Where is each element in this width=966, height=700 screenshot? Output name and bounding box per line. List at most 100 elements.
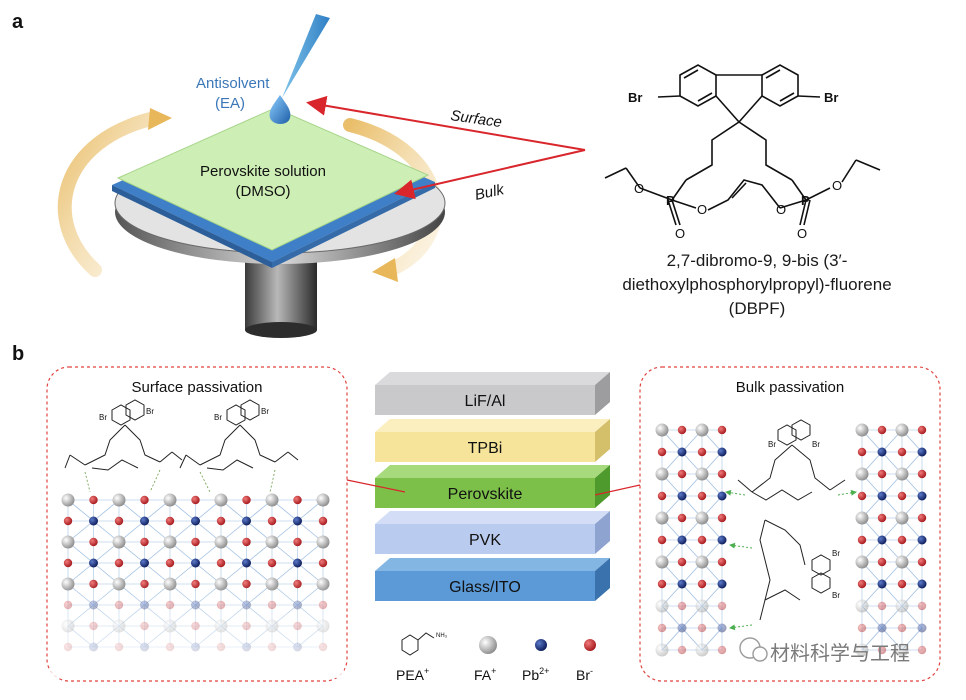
br-ion [877, 557, 887, 567]
pb-ion [677, 447, 687, 457]
atom-o-6: O [832, 178, 842, 193]
layer-label: Perovskite [448, 486, 523, 503]
br-ion [677, 601, 687, 611]
surface-dashed-links [84, 469, 276, 493]
dbpf-atom-labels: Br Br O P O O O P O O [628, 90, 842, 241]
fa-ion [695, 467, 709, 481]
br-ion [877, 469, 887, 479]
br-ion [165, 558, 175, 568]
fa-ion [855, 511, 869, 525]
fa-ion [895, 555, 909, 569]
fa-ion [695, 555, 709, 569]
pb-ion [242, 516, 251, 526]
solution-label-line2: (DMSO) [236, 183, 291, 200]
bulk-mol1-br-left: Br [768, 440, 776, 449]
rotation-arc-left [57, 111, 162, 277]
layer-lif-al: LiF/Al [375, 372, 610, 415]
pb-ion [242, 558, 251, 568]
br-ion [857, 535, 867, 545]
atom-p-right: P [801, 193, 810, 208]
pb-ion [677, 623, 687, 633]
legend-fa-label: FA+ [474, 666, 496, 683]
pb-ion [717, 447, 727, 457]
pb-ion [717, 491, 727, 501]
br-ion [242, 495, 251, 505]
br-ion [216, 516, 226, 526]
br-ion [267, 558, 277, 568]
br-ion [857, 623, 867, 633]
layer-tpbi: TPBi [375, 419, 610, 462]
br-ion [697, 579, 707, 589]
fa-ion [163, 493, 177, 507]
br-ion [717, 645, 727, 655]
fa-ion [214, 493, 228, 507]
atom-o-1: O [634, 181, 644, 196]
bulk-mol2-br-top: Br [832, 549, 840, 558]
surface-mol1-br-left: Br [99, 413, 107, 422]
br-ion [677, 513, 687, 523]
bulk-connector [594, 484, 641, 496]
antisolvent-label-line2: (EA) [215, 95, 245, 112]
fa-ion [61, 535, 75, 549]
br-ion [917, 645, 927, 655]
br-ion [917, 557, 927, 567]
fa-ion [265, 535, 279, 549]
legend-pea-label: PEA+ [396, 666, 429, 683]
fa-ion [855, 599, 869, 613]
legend-pb-label: Pb2+ [522, 666, 549, 683]
pb-ion [140, 558, 149, 568]
dbpf-structure [604, 64, 881, 226]
legend-br-label: Br- [576, 666, 593, 683]
antisolvent-drop [269, 95, 291, 124]
atom-o-2: O [675, 226, 685, 241]
br-ion [917, 513, 927, 523]
fa-ion [895, 423, 909, 437]
br-ion [897, 491, 907, 501]
surface-mol1-br-right: Br [146, 407, 154, 416]
br-ion [191, 495, 200, 505]
bulk-arrow-label: Bulk [473, 181, 507, 204]
fa-ion [655, 467, 669, 481]
br-ion [857, 579, 867, 589]
spin-coater-illustration [57, 14, 446, 338]
pb-ion [717, 579, 727, 589]
molecule-name-line1: 2,7-dibromo-9, 9-bis (3′- [667, 251, 848, 270]
br-ion [897, 579, 907, 589]
fa-ion [655, 643, 669, 657]
perovskite-film [116, 107, 430, 251]
layer-label: TPBi [468, 440, 503, 457]
br-ion [657, 491, 667, 501]
bulk-lattice [655, 423, 927, 657]
br-ion [677, 425, 687, 435]
pb-ion [677, 535, 687, 545]
pb-ion [191, 516, 200, 526]
bulk-mol1-br-right: Br [812, 440, 820, 449]
bulk-passivation-title: Bulk passivation [736, 379, 844, 396]
br-ion [63, 558, 73, 568]
atom-o-5: O [797, 226, 807, 241]
fa-ion [655, 511, 669, 525]
fa-ion [163, 535, 177, 549]
br-ion [697, 535, 707, 545]
fa-ion [855, 643, 869, 657]
layer-label: PVK [469, 532, 501, 549]
pb-ion [677, 579, 687, 589]
br-ion [114, 558, 124, 568]
pb-ion [140, 516, 149, 526]
pb-ion [877, 447, 887, 457]
pb-ion [877, 535, 887, 545]
panel-b-letter: b [12, 343, 24, 365]
br-ion [114, 516, 124, 526]
fa-ion [895, 511, 909, 525]
svg-text:NH₃: NH₃ [436, 633, 448, 639]
atom-o-3: O [697, 202, 707, 217]
layer-glass-ito: Glass/ITO [375, 558, 610, 601]
br-ion [657, 579, 667, 589]
br-ion [318, 558, 328, 568]
fa-ion [695, 599, 709, 613]
br-ion [717, 425, 727, 435]
fa-ion [855, 423, 869, 437]
fa-ion [895, 643, 909, 657]
pb-ion [677, 491, 687, 501]
